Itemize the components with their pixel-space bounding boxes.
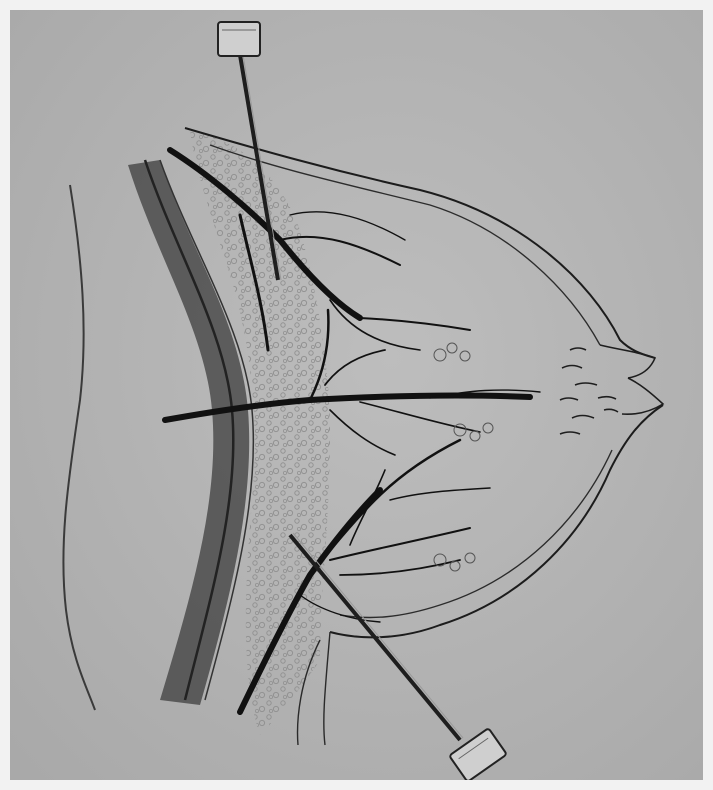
upper-needle-hub <box>218 22 260 56</box>
